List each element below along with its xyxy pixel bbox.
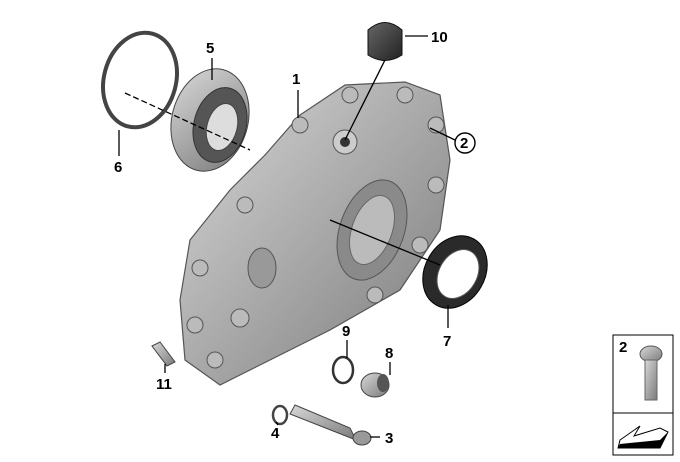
label-part-10[interactable]: 10 xyxy=(431,29,448,46)
label-part-5[interactable]: 5 xyxy=(206,40,214,57)
arrow-icon xyxy=(617,425,669,449)
sensor xyxy=(289,404,372,446)
screw-icon xyxy=(639,345,663,401)
legend-number: 2 xyxy=(619,339,627,356)
label-part-7[interactable]: 7 xyxy=(443,333,451,350)
dowel-pin xyxy=(151,341,176,367)
shaft-seal xyxy=(422,235,488,309)
sealing-ring xyxy=(271,404,289,426)
label-part-3[interactable]: 3 xyxy=(385,430,393,447)
label-part-4[interactable]: 4 xyxy=(271,425,280,442)
o-ring xyxy=(331,355,355,385)
label-circle xyxy=(454,132,476,154)
leader-lines xyxy=(118,35,456,438)
ball-bearing xyxy=(170,68,250,172)
label-part-8[interactable]: 8 xyxy=(385,345,393,362)
label-part-9[interactable]: 9 xyxy=(342,323,350,340)
housing-cover xyxy=(179,81,451,386)
cap xyxy=(367,22,403,61)
label-part-6[interactable]: 6 xyxy=(114,159,122,176)
plug xyxy=(360,372,390,398)
legend-box: 2 xyxy=(612,334,674,456)
label-part-11[interactable]: 11 xyxy=(156,376,172,393)
label-part-1[interactable]: 1 xyxy=(292,71,300,88)
circlip xyxy=(101,30,179,130)
label-part-2[interactable]: 2 xyxy=(460,135,468,152)
